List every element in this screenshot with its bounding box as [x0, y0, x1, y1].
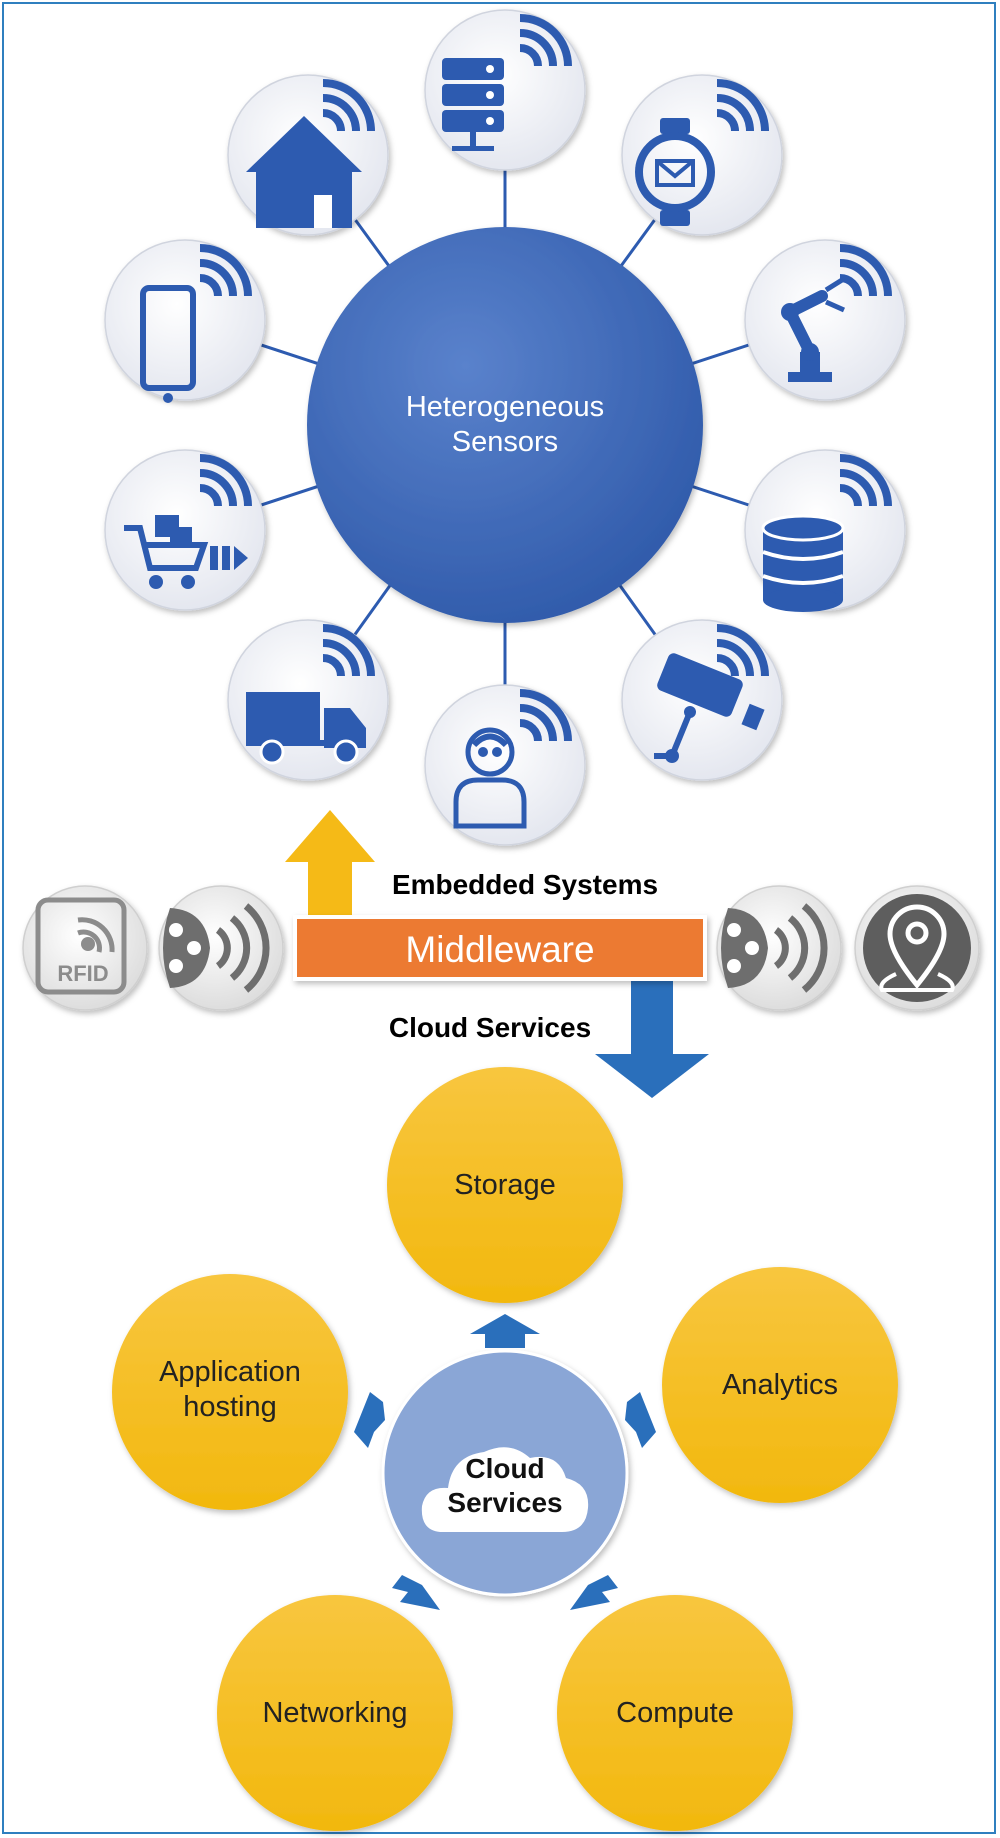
hub-label: Heterogeneous Sensors	[405, 391, 605, 458]
device-truck	[227, 619, 389, 781]
location-pin-icon	[879, 904, 955, 992]
device-security-camera	[621, 619, 783, 781]
truck-icon	[246, 692, 366, 765]
rfid-text: RFID	[57, 961, 109, 986]
signal-transmitter-icon	[163, 903, 270, 993]
left-signal-transmitter	[158, 885, 284, 1011]
embedded-systems-label: Embedded Systems	[391, 869, 659, 900]
wifi-signal-icon	[322, 624, 375, 677]
wifi-signal-icon	[519, 14, 572, 67]
security-camera-icon	[654, 653, 765, 763]
wifi-signal-icon	[199, 244, 252, 297]
middleware-bar	[293, 915, 707, 981]
cloud-center-label: Cloud Services	[447, 1453, 563, 1518]
robot-arm-icon	[781, 277, 846, 382]
shopping-cart-icon	[124, 515, 248, 589]
cloud-services-label: Cloud Services	[388, 1012, 592, 1043]
server-icon	[442, 58, 504, 151]
wifi-signal-icon	[322, 79, 375, 132]
device-server	[424, 9, 586, 171]
smartwatch-icon	[635, 118, 715, 226]
device-smartphone	[104, 239, 266, 403]
service-networking-circle	[217, 1595, 453, 1831]
person-icon	[453, 727, 527, 829]
service-application-hosting-label: Application hosting	[159, 1356, 301, 1423]
home-icon	[246, 116, 362, 228]
cloud-icon	[421, 1447, 589, 1532]
right-signal-transmitter	[716, 885, 842, 1011]
service-compute-circle	[557, 1595, 793, 1831]
device-person	[424, 684, 586, 846]
hub-circle	[307, 227, 703, 623]
service-analytics-label: Analytics	[721, 1369, 839, 1401]
location-pin-tag	[854, 885, 980, 1011]
device-shopping-cart	[104, 449, 266, 611]
rfid-icon	[35, 897, 127, 995]
service-application-hosting-circle	[112, 1274, 348, 1510]
wifi-signal-icon	[839, 244, 892, 297]
service-arrows	[354, 1314, 656, 1610]
wifi-signal-icon	[716, 79, 769, 132]
down-arrow	[595, 978, 709, 1098]
device-smartwatch	[621, 74, 783, 236]
database-icon	[761, 514, 845, 612]
device-database	[744, 449, 906, 612]
up-arrow	[285, 810, 375, 920]
service-storage-label: Storage	[454, 1169, 556, 1201]
wifi-signal-icon	[199, 454, 252, 507]
device-robot-arm	[744, 239, 906, 401]
service-compute-label: Compute	[616, 1697, 734, 1729]
middleware-label: Middleware	[405, 929, 595, 970]
wifi-signal-icon	[519, 689, 572, 742]
service-networking-label: Networking	[262, 1697, 408, 1729]
device-home	[227, 74, 389, 236]
smartphone-icon	[140, 285, 196, 403]
signal-transmitter-icon	[721, 903, 828, 993]
service-storage-circle	[387, 1067, 623, 1303]
rfid-tag	[22, 885, 148, 1011]
service-analytics-circle	[662, 1267, 898, 1503]
wifi-signal-icon	[716, 624, 769, 677]
wifi-signal-icon	[839, 454, 892, 507]
